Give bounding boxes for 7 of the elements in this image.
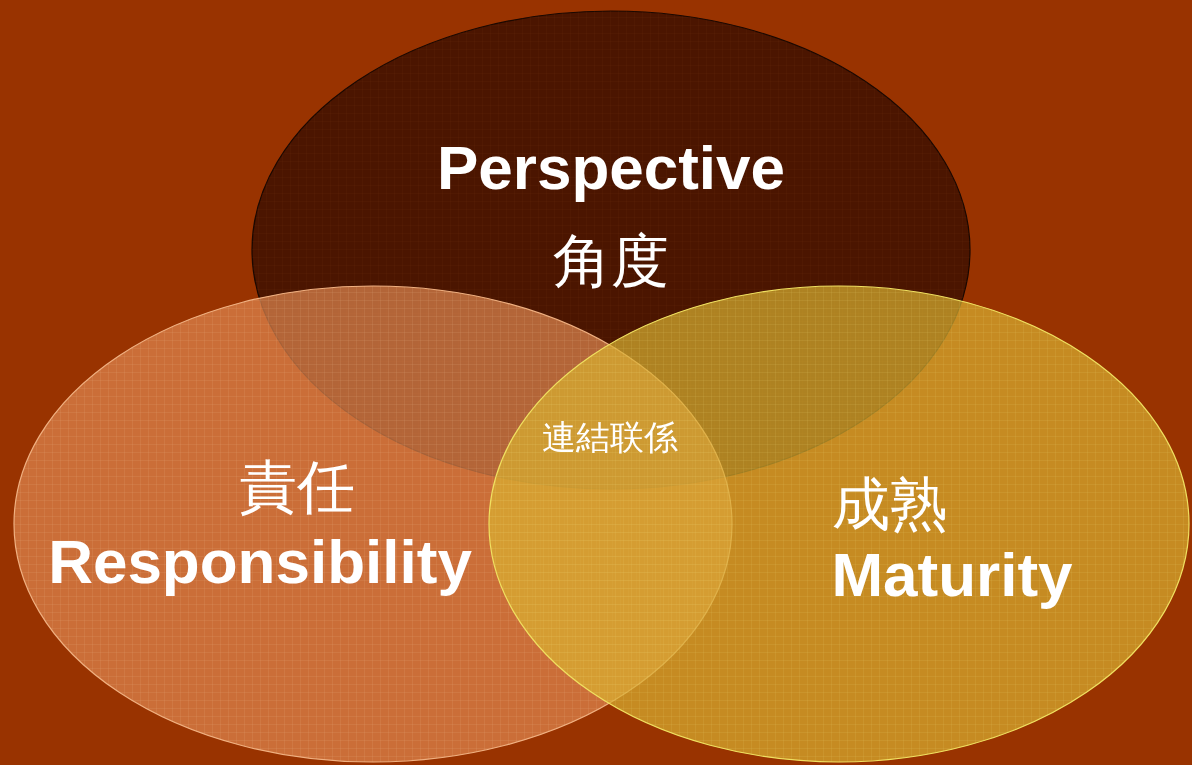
overlap-label: 連結联係 [542, 416, 678, 459]
node-title: Responsibility [48, 527, 472, 597]
node-title: Maturity [831, 540, 1073, 610]
node-title: 成熟 [832, 473, 948, 537]
node-title: 角度 [553, 230, 669, 294]
node-title: 責任 [239, 456, 355, 520]
node-title: Perspective [436, 133, 786, 203]
